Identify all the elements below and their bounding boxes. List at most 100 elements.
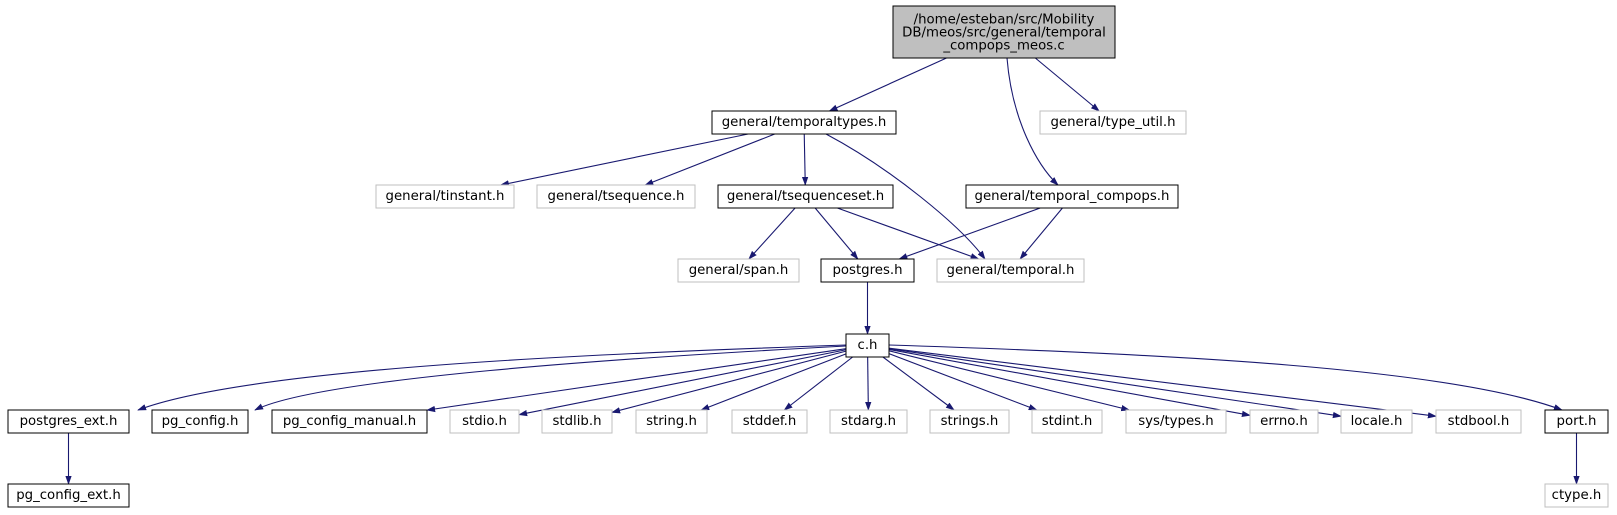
node-box xyxy=(7,483,130,508)
node-ctype[interactable]: ctype.h xyxy=(1544,483,1609,508)
root-label-line-1: /home/esteban/src/Mobility xyxy=(914,13,1095,28)
node-box xyxy=(965,184,1179,209)
edge-c-to-strings xyxy=(882,356,955,411)
node-locale[interactable]: locale.h xyxy=(1340,409,1413,434)
node-temporaltypes[interactable]: general/temporaltypes.h xyxy=(711,110,897,135)
node-box xyxy=(731,409,808,434)
edge-temporaltypes-to-tsequenceset xyxy=(801,133,809,186)
node-box xyxy=(1125,409,1227,434)
edge-c-to-locale xyxy=(888,348,1342,419)
edge-c-to-stdint xyxy=(888,353,1038,411)
node-label: general/tinstant.h xyxy=(386,189,505,204)
node-box xyxy=(1544,483,1609,508)
node-box xyxy=(711,110,897,135)
nodes: /home/esteban/src/Mobility DB/meos/src/g… xyxy=(7,5,1609,508)
node-box xyxy=(1039,110,1187,135)
node-errno[interactable]: errno.h xyxy=(1249,409,1319,434)
node-box xyxy=(677,258,800,283)
edge-temporal_compops-to-postgres xyxy=(898,207,1041,260)
root-label-line-3: _compops_meos.c xyxy=(942,39,1064,54)
node-stdbool[interactable]: stdbool.h xyxy=(1435,409,1522,434)
node-box xyxy=(829,409,908,434)
node-label: stdint.h xyxy=(1042,414,1093,429)
edge-root-to-temporaltypes xyxy=(828,57,947,112)
node-box xyxy=(536,184,696,209)
node-box xyxy=(541,409,613,434)
node-box xyxy=(929,409,1010,434)
node-temporal_compops[interactable]: general/temporal_compops.h xyxy=(965,184,1179,209)
node-tinstant[interactable]: general/tinstant.h xyxy=(375,184,515,209)
node-tsequenceset[interactable]: general/tsequenceset.h xyxy=(717,184,894,209)
edge-c-to-port xyxy=(888,344,1563,411)
node-pg_config_manual[interactable]: pg_config_manual.h xyxy=(271,409,428,434)
edge-c-to-stdarg xyxy=(865,356,872,411)
node-label: general/tsequenceset.h xyxy=(727,189,884,204)
node-label: general/type_util.h xyxy=(1050,115,1175,130)
node-string[interactable]: string.h xyxy=(635,409,708,434)
node-label: stdlib.h xyxy=(552,414,601,429)
node-label: general/tsequence.h xyxy=(548,189,685,204)
edge-tsequenceset-to-span xyxy=(748,207,796,260)
node-box xyxy=(271,409,428,434)
node-label: sys/types.h xyxy=(1138,414,1214,429)
node-stdio[interactable]: stdio.h xyxy=(449,409,520,434)
node-type_util[interactable]: general/type_util.h xyxy=(1039,110,1187,135)
node-label: general/span.h xyxy=(689,263,789,278)
node-label: strings.h xyxy=(941,414,999,429)
node-postgres[interactable]: postgres.h xyxy=(820,258,915,283)
node-box xyxy=(1031,409,1103,434)
node-strings[interactable]: strings.h xyxy=(929,409,1010,434)
node-label: general/temporaltypes.h xyxy=(722,115,887,130)
edge-c-to-stdio xyxy=(518,349,847,417)
edge-c-to-stdlib xyxy=(611,350,847,414)
edge-root-to-type_util xyxy=(1034,57,1100,112)
node-c[interactable]: c.h xyxy=(845,333,890,358)
node-box xyxy=(1340,409,1413,434)
edge-temporaltypes-to-temporal xyxy=(825,133,986,260)
node-label: locale.h xyxy=(1351,414,1403,429)
node-label: c.h xyxy=(858,338,878,353)
node-tsequence[interactable]: general/tsequence.h xyxy=(536,184,696,209)
node-stdarg[interactable]: stdarg.h xyxy=(829,409,908,434)
node-box xyxy=(936,258,1085,283)
node-label: postgres.h xyxy=(832,263,902,278)
node-label: pg_config_ext.h xyxy=(16,488,121,503)
node-label: stdbool.h xyxy=(1448,414,1510,429)
edge-c-to-stddef xyxy=(783,356,854,411)
node-sys_types[interactable]: sys/types.h xyxy=(1125,409,1227,434)
node-label: stdarg.h xyxy=(841,414,896,429)
node-box xyxy=(375,184,515,209)
edge-tsequenceset-to-temporal xyxy=(837,207,980,260)
node-stddef[interactable]: stddef.h xyxy=(731,409,808,434)
root-label-line-2: DB/meos/src/general/temporal xyxy=(902,26,1106,41)
edge-c-to-errno xyxy=(888,348,1251,417)
node-box xyxy=(635,409,708,434)
node-label: string.h xyxy=(646,414,697,429)
node-root[interactable]: /home/esteban/src/Mobility DB/meos/src/g… xyxy=(892,5,1116,59)
edge-c-to-sys_types xyxy=(888,350,1131,412)
edges xyxy=(65,57,1580,485)
node-label: ctype.h xyxy=(1552,488,1602,503)
edge-c-to-pg_config_manual xyxy=(426,348,847,413)
edge-root-to-temporal_compops xyxy=(1006,57,1059,186)
node-postgres_ext[interactable]: postgres_ext.h xyxy=(7,409,130,434)
node-pg_config[interactable]: pg_config.h xyxy=(151,409,249,434)
node-pg_config_ext[interactable]: pg_config_ext.h xyxy=(7,483,130,508)
node-label: general/temporal_compops.h xyxy=(975,189,1170,204)
edge-temporaltypes-to-tsequence xyxy=(644,133,775,186)
edge-c-to-postgres_ext xyxy=(137,344,847,411)
edge-temporal_compops-to-temporal xyxy=(1019,207,1063,260)
node-span[interactable]: general/span.h xyxy=(677,258,800,283)
node-label: stdio.h xyxy=(462,414,507,429)
node-stdlib[interactable]: stdlib.h xyxy=(541,409,613,434)
node-label: pg_config_manual.h xyxy=(283,414,416,429)
node-label: port.h xyxy=(1557,414,1597,429)
node-label: pg_config.h xyxy=(162,414,239,429)
edge-temporaltypes-to-tinstant xyxy=(499,133,749,187)
node-stdint[interactable]: stdint.h xyxy=(1031,409,1103,434)
edge-c-to-pg_config xyxy=(254,345,847,411)
node-port[interactable]: port.h xyxy=(1544,409,1609,434)
node-temporal[interactable]: general/temporal.h xyxy=(936,258,1085,283)
node-box xyxy=(1544,409,1609,434)
